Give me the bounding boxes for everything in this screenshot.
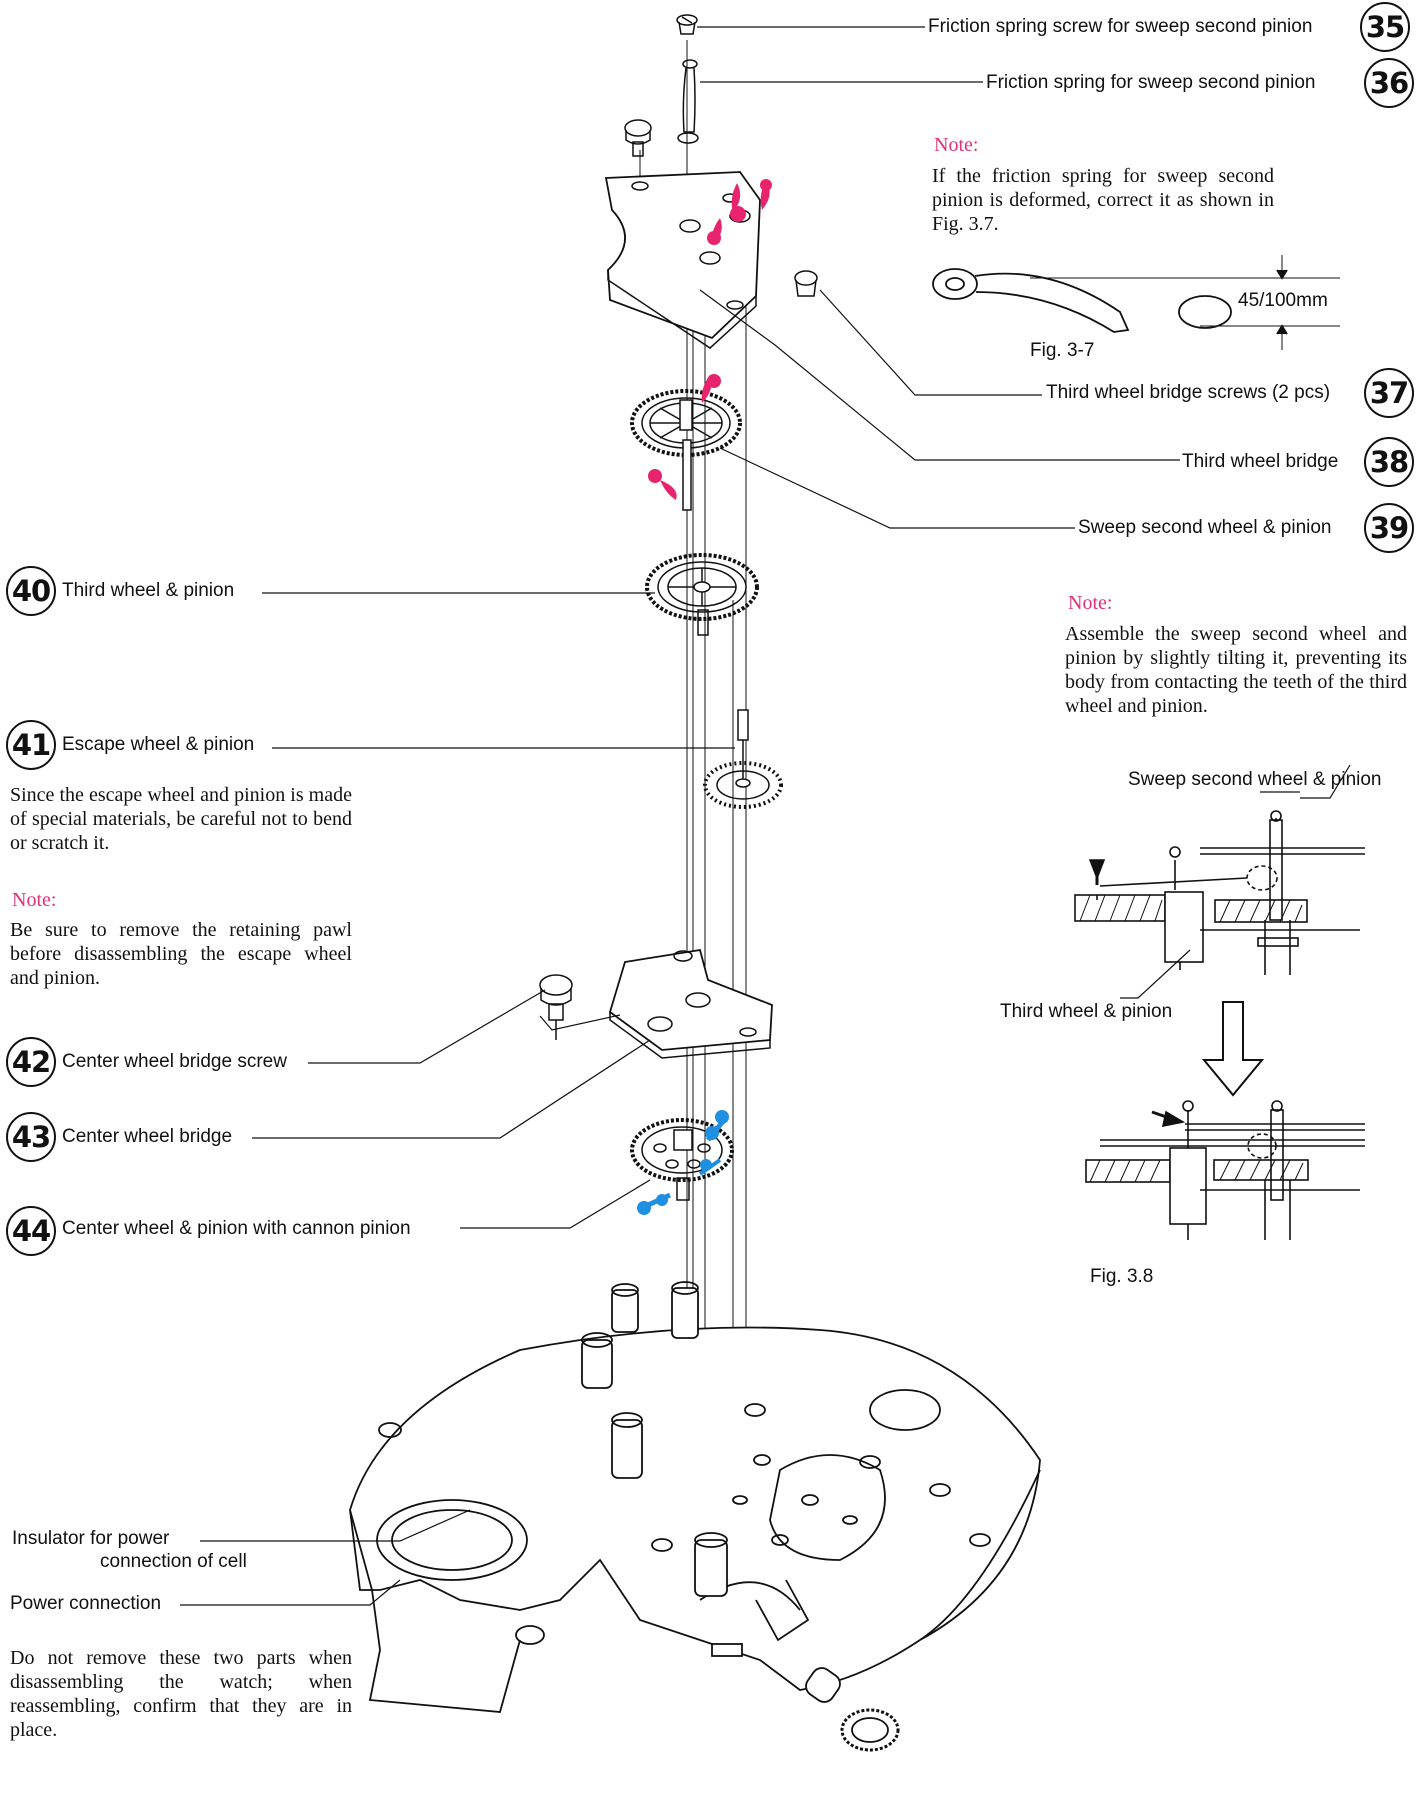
callout-41: 41 [6,720,56,770]
callout-39: 39 [1364,503,1414,553]
callout-42: 42 [6,1037,56,1087]
note-do-not-remove: Do not remove these two parts when disas… [10,1647,352,1741]
fig38-label-third: Third wheel & pinion [1000,1001,1173,1022]
fig37-drawing [932,255,1340,350]
fig38-caption: Fig. 3.8 [1090,1266,1154,1287]
fig37-caption: Fig. 3-7 [1030,340,1095,361]
third-bridge-screw-right-drawing [794,270,818,297]
fig38-down-arrow [1201,1001,1265,1097]
label-44: Center wheel & pinion with cannon pinion [62,1218,411,1239]
main-plate-drawing [349,1281,1041,1752]
label-power-connection: Power connection [10,1593,162,1614]
oil-points-blue [637,1110,729,1215]
center-wheel-bridge-drawing [608,948,773,1059]
escape-wheel-drawing [703,709,783,809]
label-38: Third wheel bridge [1182,451,1339,472]
label-36: Friction spring for sweep second pinion [986,72,1316,93]
callout-35: 35 [1360,2,1410,52]
friction-spring-drawing [677,59,699,144]
callout-40: 40 [6,566,56,616]
third-wheel-bridge-drawing [604,171,761,349]
fig38-label-sweep: Sweep second wheel & pinion [1128,769,1382,790]
fig38-bottom-drawing [1085,1100,1365,1240]
label-insulator-line2: connection of cell [100,1551,247,1572]
callout-43: 43 [6,1112,56,1162]
center-bridge-screw-drawing [539,974,573,1040]
note-friction-spring: If the friction spring for sweep second … [932,165,1274,235]
note-sweep-second: Assemble the sweep second wheel and pini… [1065,623,1407,717]
oil-points-pink [648,179,772,500]
friction-spring-screw-drawing [676,14,698,35]
leader-lines [180,26,1351,1606]
callout-37: 37 [1364,368,1414,418]
label-40: Third wheel & pinion [62,580,235,601]
callout-36: 36 [1364,58,1414,108]
note-escape-wheel-caution: Since the escape wheel and pinion is mad… [10,784,352,854]
note-title-friction-spring: Note: [934,134,979,156]
fig37-dimension: 45/100mm [1238,290,1328,311]
label-42: Center wheel bridge screw [62,1051,287,1072]
label-41: Escape wheel & pinion [62,734,255,755]
label-39: Sweep second wheel & pinion [1078,517,1332,538]
label-35: Friction spring screw for sweep second p… [928,16,1313,37]
label-insulator-line1: Insulator for power [12,1528,170,1549]
third-wheel-drawing [645,553,759,636]
fig38-top-drawing [1074,810,1365,975]
callout-44: 44 [6,1206,56,1256]
note-title-sweep-second: Note: [1068,592,1113,614]
note-retaining-pawl: Be sure to remove the retaining pawl bef… [10,919,352,989]
label-37: Third wheel bridge screws (2 pcs) [1046,382,1331,403]
center-wheel-drawing [630,1118,734,1201]
sweep-second-wheel-drawing [630,389,742,511]
callout-38: 38 [1364,437,1414,487]
label-43: Center wheel bridge [62,1126,233,1147]
third-bridge-screw-left-drawing [624,119,652,157]
note-title-retaining-pawl: Note: [12,889,57,911]
